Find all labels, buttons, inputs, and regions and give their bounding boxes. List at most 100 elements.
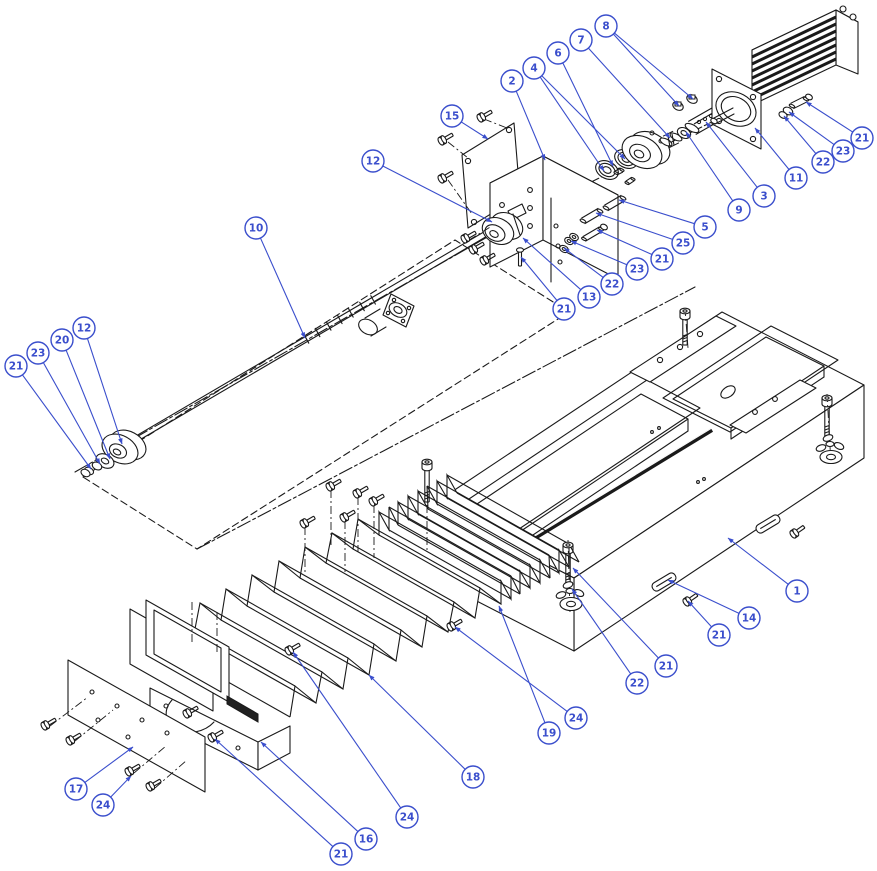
leader-line [498, 605, 546, 723]
leader-line [685, 131, 734, 202]
leader-line [515, 90, 546, 161]
callout-balloon-18 [461, 765, 485, 789]
wiper-strip [226, 695, 259, 723]
left-end-parts [67, 599, 291, 793]
callout-number: 11 [789, 173, 804, 185]
leader-line [65, 349, 111, 460]
leader-line [571, 588, 632, 675]
callout-number: 22 [816, 157, 831, 169]
leader-line [783, 115, 817, 154]
ballnut [358, 293, 415, 337]
callout-balloon-23 [831, 139, 855, 163]
leader-line [570, 240, 628, 266]
callout-balloon-21 [329, 842, 353, 866]
leader-line [754, 127, 790, 170]
callout-balloon-20 [50, 328, 74, 352]
callout-balloon-24 [395, 805, 419, 829]
callout-number: 24 [400, 812, 415, 824]
callout-number: 2 [508, 76, 515, 88]
callout-number: 20 [55, 335, 70, 347]
gearbox-assembly [461, 122, 619, 283]
leader-line [368, 674, 466, 770]
callout-number: 23 [31, 348, 46, 360]
leader-line [520, 256, 558, 301]
callout-number: 21 [655, 254, 670, 266]
callout-number: 18 [466, 772, 481, 784]
fasteners [40, 109, 845, 792]
leader-line [587, 47, 671, 139]
callout-balloon-24 [564, 706, 588, 730]
callout-balloon-2 [500, 69, 524, 93]
callout-balloon-5 [693, 215, 717, 239]
leader-line [22, 374, 92, 470]
leader-line [705, 121, 758, 188]
callout-balloon-8 [594, 14, 618, 38]
callout-balloon-9 [727, 198, 751, 222]
callout-balloon-24 [91, 793, 115, 817]
callout-balloon-14 [737, 606, 761, 630]
callout-number: 6 [554, 48, 561, 60]
callout-number: 5 [701, 222, 708, 234]
callout-balloon-11 [784, 166, 808, 190]
callout-balloon-19 [537, 721, 561, 745]
leader-line [687, 600, 712, 628]
callout-number: 21 [9, 361, 24, 373]
callout-number: 19 [542, 728, 557, 740]
leader-line [613, 33, 680, 107]
callout-balloon-21 [552, 297, 576, 321]
callout-number: 12 [77, 323, 92, 335]
callout-number: 24 [569, 713, 584, 725]
leader-line [522, 237, 582, 291]
leader-line [572, 567, 659, 659]
leader-line [86, 338, 123, 445]
leader-line [727, 537, 789, 585]
end-plate-17 [67, 659, 206, 793]
leader-line [454, 626, 568, 712]
leader-line [562, 62, 614, 167]
leader-line [259, 237, 306, 339]
callout-number: 17 [69, 784, 84, 796]
callout-balloon-12 [361, 149, 385, 173]
leader-line [110, 775, 132, 798]
leader-line [614, 32, 694, 100]
leader-line [596, 229, 653, 256]
callout-number: 3 [760, 191, 767, 203]
callout-balloon-12 [72, 316, 96, 340]
callout-balloon-22 [625, 671, 649, 695]
leader-line [788, 111, 835, 146]
coupling [481, 203, 527, 246]
leader-line [618, 199, 695, 225]
callout-balloon-22 [600, 272, 624, 296]
leader-line [214, 738, 334, 847]
callout-number: 16 [359, 834, 374, 846]
callout-balloon-10 [244, 216, 268, 240]
bellows-18-19 [167, 472, 580, 718]
callout-number: 8 [602, 21, 609, 33]
callout-balloon-21 [654, 654, 678, 678]
callout-number: 23 [630, 264, 645, 276]
callout-balloon-17 [64, 777, 88, 801]
callout-balloon-3 [752, 184, 776, 208]
callout-balloon-15 [440, 104, 464, 128]
callout-number: 25 [676, 238, 691, 250]
callout-balloon-1 [785, 579, 809, 603]
leader-line [382, 165, 493, 223]
callout-number: 24 [96, 800, 111, 812]
callout-balloon-21 [850, 126, 874, 150]
callout-layer: 8764215121021232211395252123221321122023… [4, 14, 874, 866]
callout-balloon-23 [26, 341, 50, 365]
leader-line [805, 101, 854, 133]
callout-number: 21 [712, 630, 727, 642]
motor-fins [751, 15, 837, 101]
ballscrew-assembly [80, 225, 495, 478]
callout-balloon-21 [4, 354, 28, 378]
callout-balloon-7 [569, 28, 593, 52]
callout-number: 12 [366, 156, 381, 168]
callout-number: 22 [630, 678, 645, 690]
callout-balloon-23 [625, 257, 649, 281]
gib-strip [510, 427, 714, 554]
leader-line [595, 212, 673, 240]
callout-number: 4 [530, 63, 537, 75]
callout-balloon-25 [671, 231, 695, 255]
